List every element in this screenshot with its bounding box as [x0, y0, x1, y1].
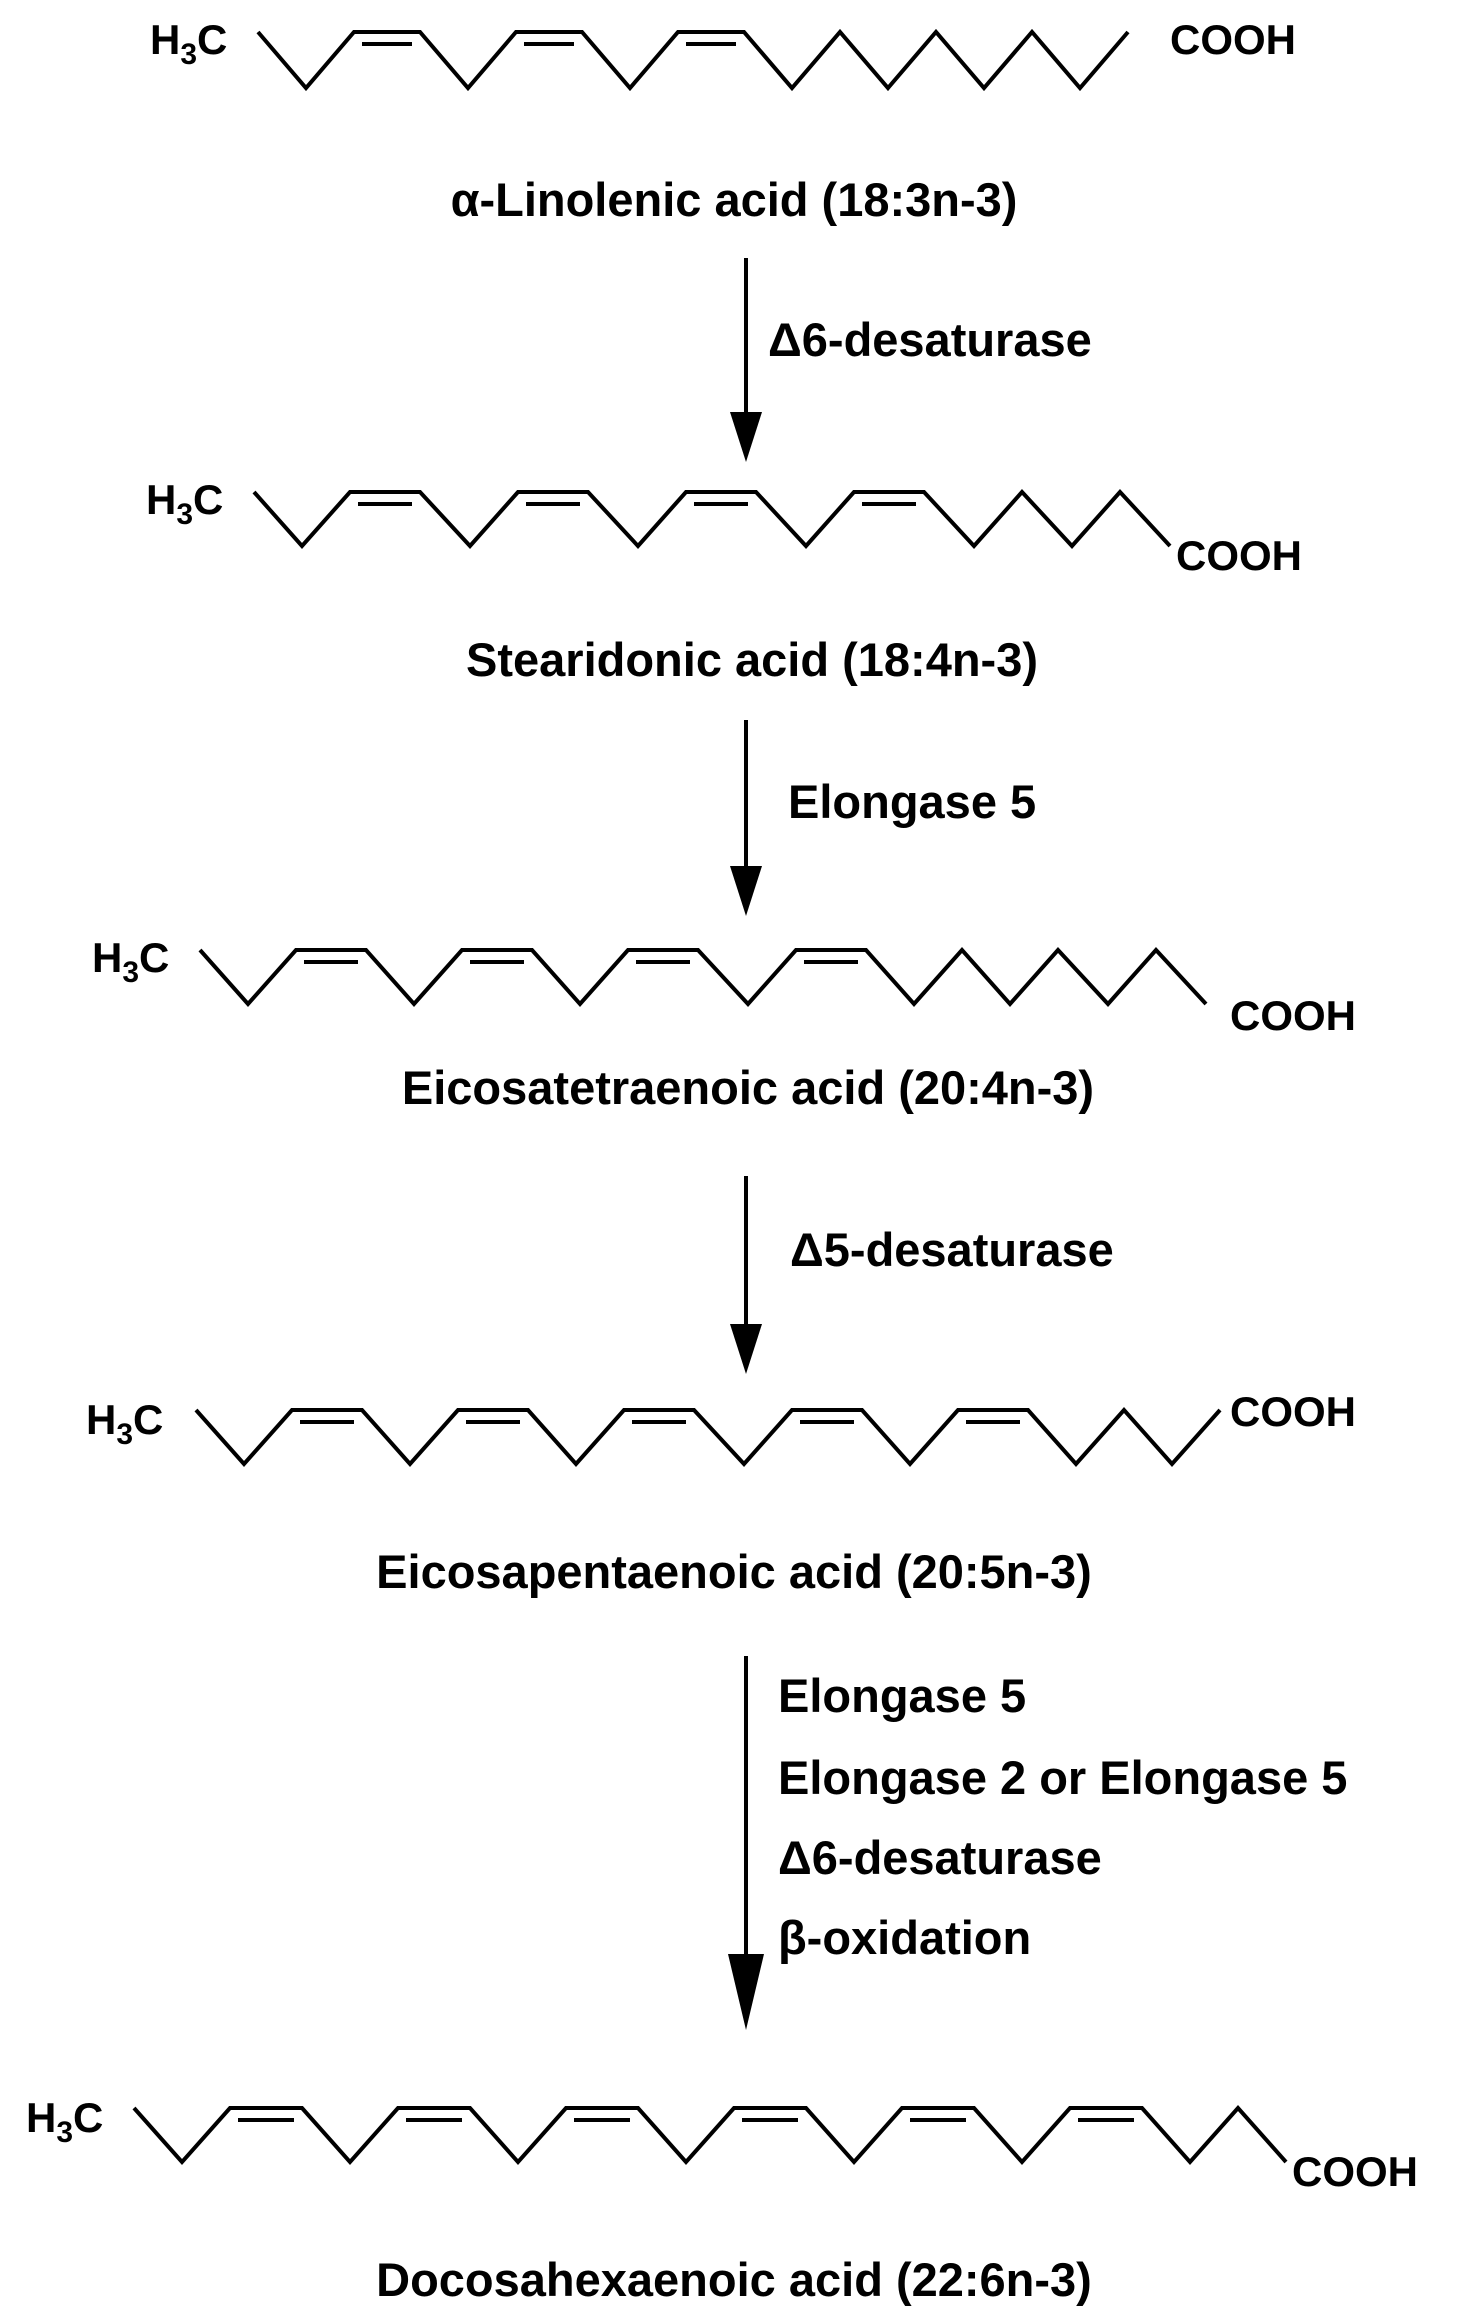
molecule-docosahexaenoic-acid: H3C COOH Docosahexaenoic acid (22:6n-3) — [26, 2094, 1418, 2306]
molecule-name: Stearidonic acid (18:4n-3) — [466, 633, 1038, 686]
reaction-arrow — [730, 1176, 762, 1374]
carboxyl-group: COOH — [1170, 16, 1296, 63]
arrowhead-icon — [730, 866, 762, 916]
molecule-eicosapentaenoic-acid: H3C COOH Eicosapentaenoic acid (20:5n-3) — [86, 1388, 1356, 1598]
enzyme-label: Δ5-desaturase — [790, 1223, 1114, 1276]
methyl-group: H3C — [26, 2094, 103, 2149]
methyl-group: H3C — [146, 476, 223, 531]
reaction-arrow — [728, 1656, 764, 2030]
molecule-alpha-linolenic-acid: H3C COOH α-Linolenic acid (18:3n-3) — [150, 16, 1296, 226]
molecule-name: Eicosapentaenoic acid (20:5n-3) — [376, 1545, 1092, 1598]
enzyme-label: Δ6-desaturase — [768, 313, 1092, 366]
reaction-arrow — [730, 720, 762, 916]
molecule-stearidonic-acid: H3C COOH Stearidonic acid (18:4n-3) — [146, 476, 1302, 686]
methyl-group: H3C — [86, 1396, 163, 1451]
carboxyl-group: COOH — [1230, 1388, 1356, 1435]
methyl-group: H3C — [92, 934, 169, 989]
methyl-group: H3C — [150, 16, 227, 71]
arrowhead-icon — [730, 1324, 762, 1374]
enzyme-label: β-oxidation — [778, 1911, 1031, 1964]
molecule-eicosatetraenoic-acid: H3C COOH Eicosatetraenoic acid (20:4n-3) — [92, 934, 1356, 1114]
carbon-chain — [194, 1406, 1222, 1468]
enzyme-label: Δ6-desaturase — [778, 1831, 1102, 1884]
arrowhead-icon — [728, 1954, 764, 2030]
enzyme-label: Elongase 2 or Elongase 5 — [778, 1751, 1347, 1804]
carbon-chain — [256, 28, 1130, 92]
molecule-name: α-Linolenic acid (18:3n-3) — [451, 173, 1018, 226]
carbon-chain — [198, 946, 1208, 1008]
enzyme-list: Elongase 5 Elongase 2 or Elongase 5 Δ6-d… — [778, 1669, 1347, 1964]
molecule-name: Docosahexaenoic acid (22:6n-3) — [376, 2253, 1092, 2306]
enzyme-label: Elongase 5 — [778, 1669, 1026, 1722]
carboxyl-group: COOH — [1230, 992, 1356, 1039]
carbon-chain — [132, 2104, 1288, 2166]
carboxyl-group: COOH — [1176, 532, 1302, 579]
carboxyl-group: COOH — [1292, 2148, 1418, 2195]
arrowhead-icon — [730, 412, 762, 462]
carbon-chain — [252, 489, 1172, 550]
molecule-name: Eicosatetraenoic acid (20:4n-3) — [402, 1061, 1094, 1114]
reaction-arrow — [730, 258, 762, 462]
enzyme-label: Elongase 5 — [788, 775, 1036, 828]
